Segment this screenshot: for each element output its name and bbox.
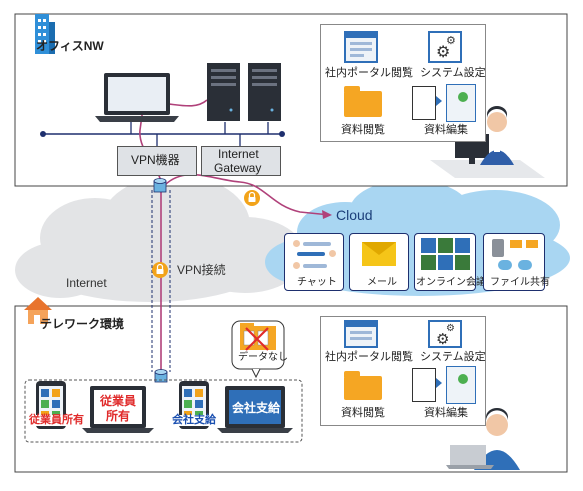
service-card-mail	[349, 233, 409, 291]
vpn-device-box	[117, 146, 197, 176]
portal-icon	[344, 320, 378, 348]
system-label: システム設定	[420, 351, 486, 363]
house-icon	[24, 297, 52, 324]
office-title: オフィスNW	[36, 39, 104, 53]
portal-icon	[344, 31, 378, 63]
doc-edit-icon	[412, 366, 476, 404]
vpn-endpoint-office	[153, 178, 167, 193]
system-label: システム設定	[420, 67, 486, 79]
office-laptop	[95, 73, 179, 122]
docs-view-label: 資料閲覧	[341, 124, 385, 136]
laptop-employee	[82, 386, 154, 433]
telework-device-group	[24, 379, 303, 443]
telework-title: テレワーク環境	[40, 317, 125, 331]
lock-icon	[152, 262, 168, 278]
folder-icon	[344, 86, 382, 117]
service-label-chat: チャット	[297, 277, 337, 288]
internet-label: Internet	[66, 276, 107, 290]
portal-label: 社内ポータル閲覧	[325, 67, 413, 79]
laptop-employee-label-line2: 所有	[106, 409, 131, 423]
home-worker-illustration	[446, 408, 520, 470]
docs-edit-label: 資料編集	[424, 407, 468, 419]
docs-view-label: 資料閲覧	[341, 407, 385, 419]
folder-icon	[344, 371, 382, 400]
no-data-bubble	[231, 320, 285, 379]
server-icon	[248, 63, 281, 121]
vpn-device-label: VPN機器	[131, 153, 180, 167]
system-settings-icon: ⚙ ⚙	[428, 31, 462, 63]
service-label-mail: メール	[367, 277, 397, 288]
office-building-icon	[35, 14, 55, 54]
laptop-company-label: 会社支給	[232, 401, 281, 415]
portal-label: 社内ポータル閲覧	[325, 351, 413, 363]
system-settings-icon: ⚙ ⚙	[428, 320, 462, 348]
docs-edit-label: 資料編集	[424, 124, 468, 136]
service-label-meeting: オンライン会議	[416, 277, 486, 288]
service-card-meeting	[414, 233, 476, 291]
internet-cloud	[15, 175, 305, 302]
service-card-chat	[284, 233, 344, 291]
lock-icon	[244, 190, 260, 206]
phone-company-label: 会社支給	[171, 414, 217, 426]
vpn-connection-label: VPN接続	[177, 263, 226, 277]
vpn-endpoint-telework	[154, 369, 168, 383]
phone-employee-label: 従業員所有	[28, 414, 85, 426]
doc-edit-icon	[412, 84, 476, 122]
laptop-company	[217, 386, 293, 433]
laptop-employee-label-line1: 従業員	[100, 394, 137, 408]
service-label-file-share: ファイル共有	[490, 277, 550, 288]
cloud-label: Cloud	[336, 207, 373, 223]
no-data-label: データなし	[238, 352, 288, 363]
gateway-label-line1: Internet	[218, 147, 259, 161]
server-icon	[207, 63, 240, 121]
gateway-box	[201, 146, 281, 176]
service-card-file-share	[483, 233, 545, 291]
gateway-label-line2: Gateway	[214, 161, 262, 175]
